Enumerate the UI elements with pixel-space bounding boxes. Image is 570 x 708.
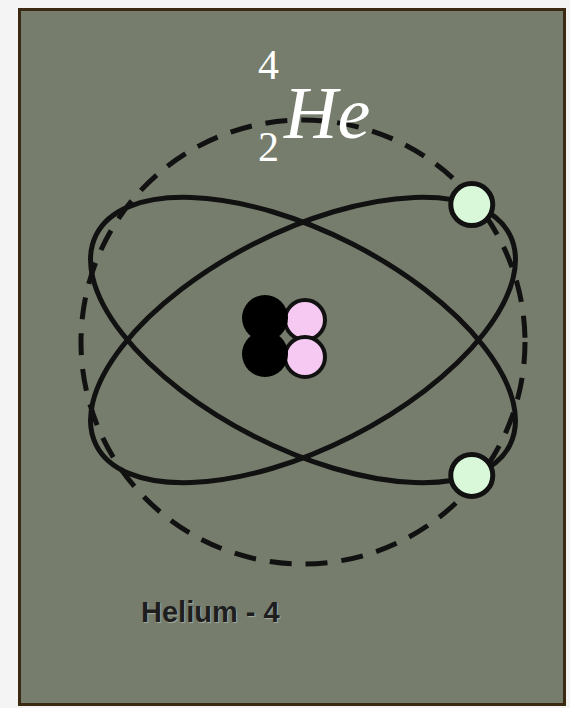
orbit bbox=[47, 138, 558, 541]
neutron bbox=[285, 337, 325, 377]
neutron bbox=[285, 300, 325, 340]
caption: Helium - 4 bbox=[141, 598, 280, 627]
electron bbox=[451, 454, 493, 496]
panel bbox=[20, 10, 565, 705]
mass-number: 4 bbox=[258, 44, 279, 86]
nucleus bbox=[242, 295, 325, 377]
element-symbol: He bbox=[284, 76, 370, 150]
atomic-number: 2 bbox=[258, 126, 279, 168]
orbit bbox=[47, 138, 558, 541]
proton bbox=[242, 331, 288, 377]
shell-circle bbox=[81, 120, 525, 564]
electron bbox=[451, 184, 493, 226]
